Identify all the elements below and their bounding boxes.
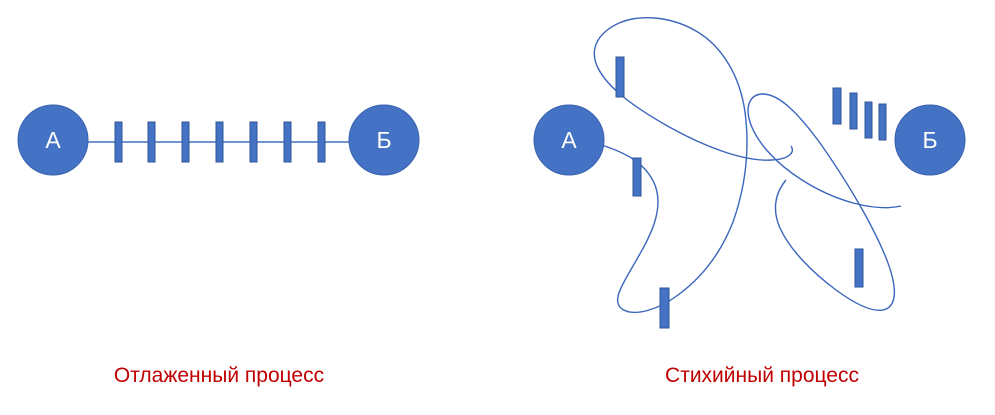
chaotic-end-node: Б (894, 104, 966, 176)
tick-mark (849, 92, 858, 130)
node-label-a: А (45, 127, 61, 153)
debugged-process-group: А Б Отлаженный процесс (17, 104, 420, 387)
debugged-end-node: Б (348, 104, 420, 176)
node-circle (533, 104, 605, 176)
tangle-path-a (593, 16, 793, 313)
tick-mark (147, 121, 156, 163)
node-label-a: А (561, 127, 577, 153)
node-circle (894, 104, 966, 176)
debugged-process-caption: Отлаженный процесс (114, 364, 324, 387)
debugged-tick-marks (114, 121, 326, 163)
tick-mark (832, 87, 842, 125)
tick-mark (317, 121, 326, 163)
tick-mark (215, 121, 224, 163)
node-label-b: Б (376, 127, 391, 153)
tick-mark (878, 103, 887, 141)
tick-mark (249, 121, 258, 163)
node-circle (17, 104, 89, 176)
chaotic-tick-marks (615, 56, 887, 329)
chaotic-start-node: А (533, 104, 605, 176)
tick-mark (864, 101, 873, 139)
chaotic-process-group: А Б Стихийный процесс (533, 16, 966, 387)
node-label-b: Б (922, 127, 937, 153)
tick-mark (283, 121, 292, 163)
tangle-path-b (747, 93, 902, 312)
tick-mark (114, 121, 123, 163)
tick-mark (854, 248, 864, 288)
tick-mark (659, 287, 670, 329)
tick-mark (181, 121, 190, 163)
debugged-start-node: А (17, 104, 89, 176)
tick-mark (632, 157, 642, 197)
tick-mark (615, 56, 625, 98)
chaotic-process-caption: Стихийный процесс (665, 364, 859, 387)
node-circle (348, 104, 420, 176)
